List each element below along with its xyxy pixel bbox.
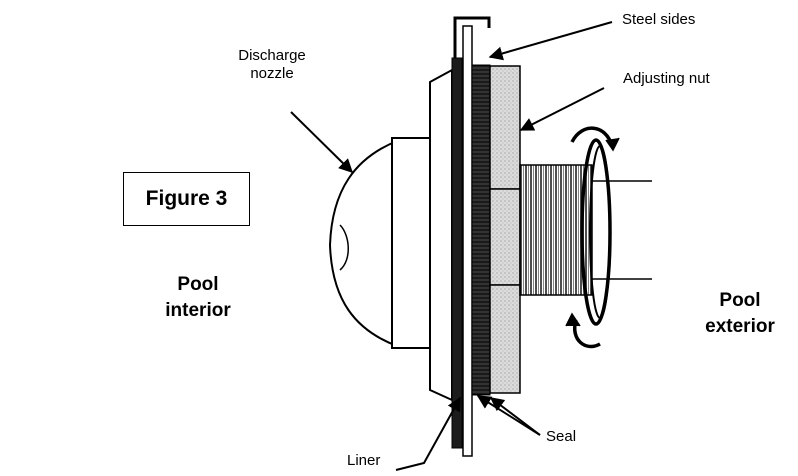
pool-exterior-line1: Pool: [719, 290, 761, 311]
discharge-nozzle-label: Discharge nozzle: [222, 47, 322, 83]
liner-label: Liner: [347, 452, 381, 469]
figure-label-box: Figure 3: [123, 172, 250, 226]
pool-interior-line1: Pool: [177, 274, 219, 295]
figure-label: Figure 3: [145, 187, 228, 210]
pool-interior-label: Pool interior: [148, 272, 248, 324]
arrow-adjusting-nut: [519, 87, 605, 131]
arrow-steel-sides: [488, 21, 613, 61]
arrow-liner: [395, 396, 461, 471]
arrow-discharge-nozzle: [290, 111, 353, 173]
liner: [451, 57, 463, 449]
arrow-seal-2: [476, 395, 541, 436]
pool-exterior-line2: exterior: [705, 316, 775, 337]
steel-sides-label: Steel sides: [622, 11, 696, 28]
seal-label: Seal: [546, 428, 577, 445]
threaded-pipe: [519, 164, 652, 296]
rotation-arrows: [565, 126, 620, 349]
pool-interior-line2: interior: [165, 300, 231, 321]
discharge-nozzle: [328, 137, 431, 349]
discharge-label-line1: Discharge: [238, 47, 306, 64]
adjusting-nut: [489, 65, 521, 394]
leader-arrows: [290, 21, 613, 471]
pool-exterior-label: Pool exterior: [690, 288, 790, 340]
nozzle-label-line2: nozzle: [250, 65, 294, 82]
adjusting-nut-label: Adjusting nut: [623, 70, 710, 87]
seal: [471, 64, 491, 396]
fitting-flange: [429, 68, 453, 402]
